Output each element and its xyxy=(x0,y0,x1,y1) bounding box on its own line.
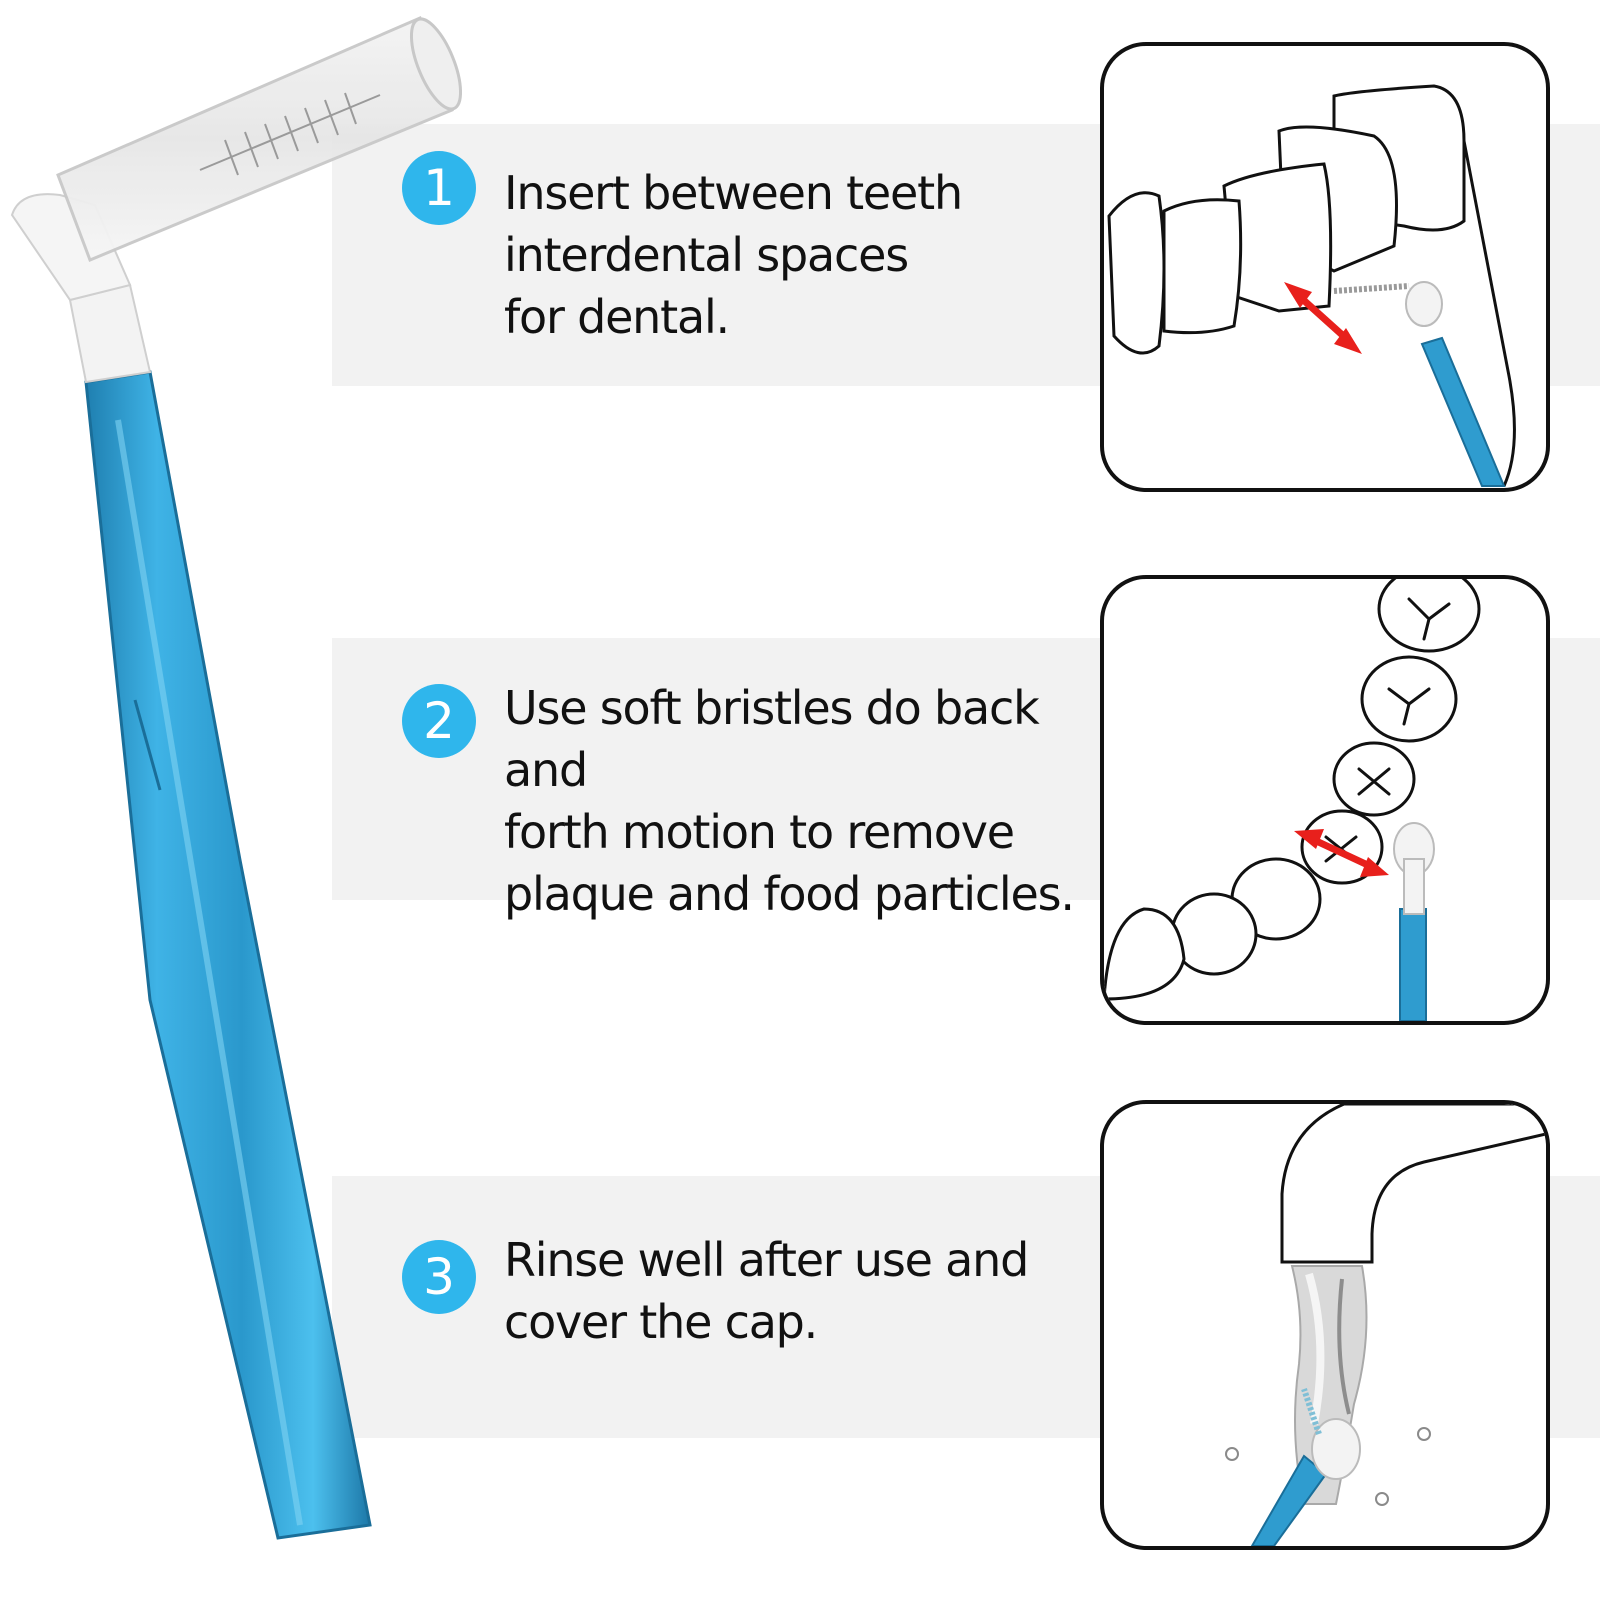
step-1-illustration xyxy=(1100,42,1550,492)
step-2-text: Use soft bristles do back and forth moti… xyxy=(504,681,1075,921)
step-1-text: Insert between teeth interdental spaces … xyxy=(504,166,963,344)
faucet-rinse-icon xyxy=(1225,1104,1546,1546)
step-3-text: Rinse well after use and cover the cap. xyxy=(504,1233,1029,1349)
step-1-badge: 1 xyxy=(402,151,476,225)
step-2-illustration xyxy=(1100,575,1550,1025)
step-2-badge: 2 xyxy=(402,684,476,758)
teeth-insert-icon xyxy=(1107,84,1516,487)
dental-arch-icon xyxy=(1104,579,1481,1021)
step-3-illustration xyxy=(1100,1100,1550,1550)
interdental-brush-icon xyxy=(10,15,463,1540)
step-3-badge: 3 xyxy=(402,1240,476,1314)
